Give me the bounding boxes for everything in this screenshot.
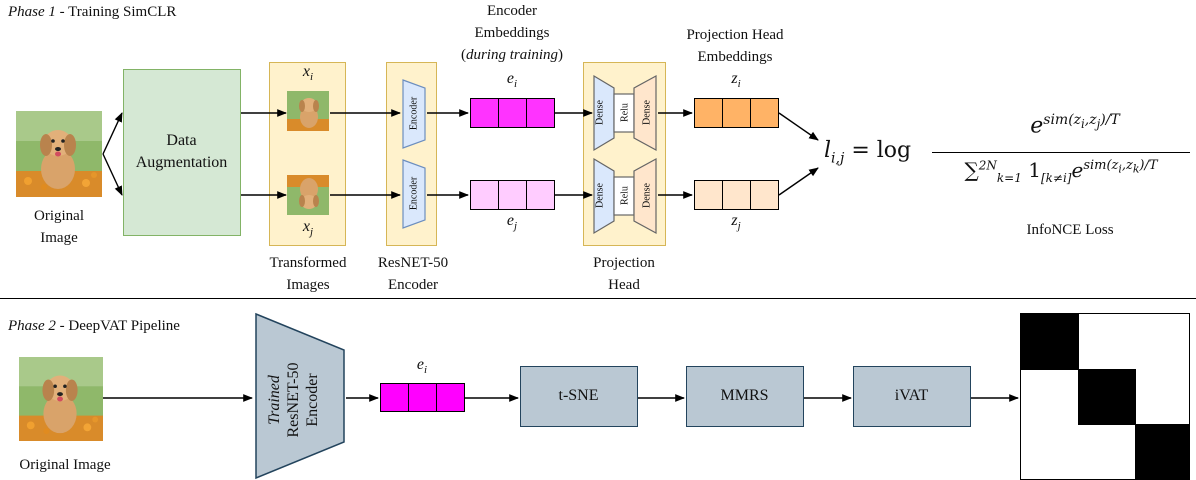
ivat-label: iVAT [894, 387, 929, 404]
data-augmentation-label: Data Augmentation [124, 132, 239, 172]
ei-sub: i [514, 78, 518, 91]
phase2-title-italic: Phase 2 [8, 318, 56, 334]
matrix-block-3 [1135, 424, 1189, 479]
tsne-label: t-SNE [558, 387, 599, 404]
enc-emb-italic: during training [465, 47, 559, 63]
proj-head-line1: Projection [593, 255, 655, 271]
enc-emb-line3: (during training) [437, 44, 587, 66]
projection-embeddings-label: Projection Head Embeddings [660, 24, 810, 68]
original-image-phase2 [19, 357, 103, 441]
ej-cell-3 [526, 180, 555, 210]
phase-divider [0, 298, 1196, 299]
arrow-img-to-aug-bottom [102, 153, 123, 196]
formula-fraction-line [932, 152, 1190, 153]
ej-label: ej [500, 212, 524, 235]
ej-sub: j [514, 220, 518, 233]
zi-label: zi [724, 70, 748, 93]
projection-head-bottom-shape [593, 157, 657, 235]
xi-text: x [302, 63, 311, 80]
ei-text-phase2: e [416, 356, 425, 373]
ei-label-phase2: ei [410, 356, 434, 379]
ei2-cell-2 [408, 383, 437, 412]
matrix-block-2 [1078, 369, 1136, 425]
xj-text: x [302, 218, 311, 235]
transformed-images-line1: Transformed [269, 255, 347, 271]
zi-text: z [731, 70, 738, 87]
original-image-label-line2: Image [40, 230, 78, 246]
zj-text: z [731, 212, 738, 229]
proj-emb-line1: Projection Head [686, 27, 784, 43]
trained-encoder-shape [255, 312, 345, 480]
arrow-img-to-aug-top [102, 112, 123, 155]
resnet-line2: Encoder [388, 277, 438, 293]
original-image-label: Original Image [14, 207, 104, 247]
xi-label: xi [296, 63, 320, 86]
phase1-title: Phase 1 - Training SimCLR [8, 4, 176, 21]
phase1-title-italic: Phase 1 [8, 4, 56, 20]
proj-emb-line2: Embeddings [697, 49, 773, 65]
resnet-encoder-label: ResNET-50 Encoder [363, 254, 463, 294]
transformed-image-xj [287, 175, 329, 215]
formula-lhs: li,j = log [824, 138, 912, 167]
tsne-box: t-SNE [520, 366, 638, 427]
encoder-embeddings-label: Encoder Embeddings (during training) [437, 0, 587, 66]
ivat-output-matrix [1020, 313, 1190, 480]
transformed-images-line2: Images [286, 277, 330, 293]
zj-cell-3 [750, 180, 779, 210]
phase2-title: Phase 2 - DeepVAT Pipeline [8, 318, 180, 335]
zi-sub: i [737, 78, 741, 91]
enc-emb-line1: Encoder [487, 3, 537, 19]
enc-emb-line2: Embeddings [474, 25, 550, 41]
arrow-zj-to-loss [778, 167, 819, 196]
xj-sub: j [310, 226, 314, 239]
zi-cell-3 [750, 98, 779, 128]
formula-denominator: ∑2Nk=1 1[k≠i]esim(zi,zk)/T [964, 158, 1158, 185]
arrow-zi-to-loss [778, 112, 819, 141]
resnet-line1: ResNET-50 [377, 255, 449, 271]
infonce-formula: li,j = log esim(zi,zj)/T ∑2Nk=1 1[k≠i]es… [820, 108, 1190, 198]
projection-head-top-shape [593, 74, 657, 152]
ivat-box: iVAT [853, 366, 971, 427]
mmrs-label: MMRS [720, 387, 769, 404]
xj-label: xj [296, 218, 320, 241]
original-image-label-line1: Original [34, 208, 84, 224]
dog-photo-icon-2 [19, 357, 103, 441]
ei-label: ei [500, 70, 524, 93]
enc-emb-close: ) [558, 47, 564, 63]
zj-cell-2 [722, 180, 751, 210]
dog-crop-icon [287, 91, 329, 131]
zj-label: zj [724, 212, 748, 235]
dog-flip-icon [287, 175, 329, 215]
encoder-trapezoid-bottom [402, 159, 426, 229]
dog-photo-icon [16, 111, 102, 197]
phase2-title-rest: - DeepVAT Pipeline [55, 318, 180, 334]
mmrs-box: MMRS [686, 366, 804, 427]
encoder-trapezoid-top [402, 79, 426, 149]
ej-text: e [506, 212, 515, 229]
ei-sub-phase2: i [424, 364, 428, 377]
zi-cell-2 [722, 98, 751, 128]
zj-sub: j [737, 220, 741, 233]
transformed-image-xi [287, 91, 329, 131]
phase1-title-rest: - Training SimCLR [55, 4, 177, 20]
ej-cell-2 [498, 180, 527, 210]
original-image-label-phase2: Original Image [19, 457, 111, 473]
transformed-images-label: Transformed Images [257, 254, 359, 294]
data-augmentation-line2: Augmentation [135, 154, 228, 171]
enc-emb-open: ( [460, 47, 466, 63]
matrix-block-1 [1021, 314, 1079, 370]
original-image-phase1 [16, 111, 102, 197]
proj-head-line2: Head [608, 277, 640, 293]
ei2-cell-3 [436, 383, 465, 412]
formula-numerator: esim(zi,zj)/T [1030, 112, 1120, 139]
data-augmentation-line1: Data [166, 132, 197, 149]
xi-sub: i [310, 71, 314, 84]
ei-text: e [506, 70, 515, 87]
projection-head-label: Projection Head [574, 254, 674, 294]
data-augmentation-box: Data Augmentation [123, 69, 241, 236]
ei-cell-3 [526, 98, 555, 128]
infonce-loss-caption: InfoNCE Loss [1026, 222, 1114, 238]
